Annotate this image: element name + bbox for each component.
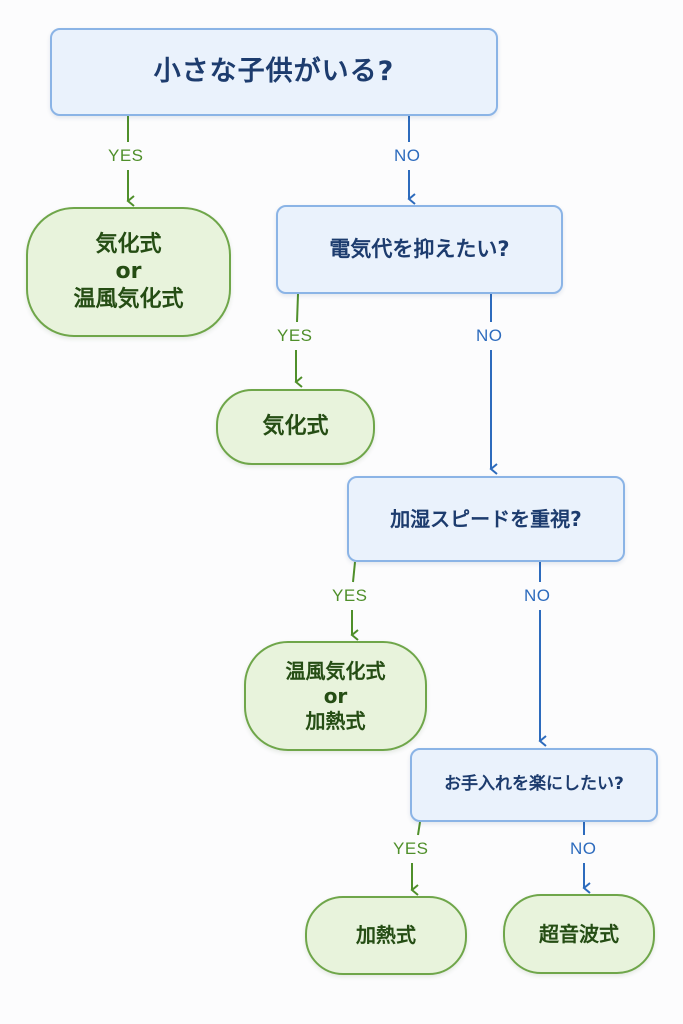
yes-label-q3: YES — [332, 586, 368, 605]
answer-line-1: 温風気化式 — [285, 658, 386, 683]
yes-connector-q2 — [296, 293, 299, 323]
answer-text: 加熱式 — [356, 923, 416, 947]
question-small-children: 小さな子供がいる? — [50, 28, 498, 116]
question-humidify-speed-text: 加湿スピードを重視? — [390, 506, 582, 531]
no-label-q1: NO — [394, 146, 421, 165]
question-humidify-speed: 加湿スピードを重視? — [347, 476, 625, 562]
answer-heating: 加熱式 — [305, 896, 467, 975]
answer-text: 気化式 — [262, 414, 329, 440]
yes-label-q1: YES — [108, 146, 144, 165]
answer-line-1: 気化式 — [95, 231, 162, 257]
yes-connector-q3 — [352, 561, 356, 583]
answer-warm-evaporative-or-heating: 温風気化式 or 加熱式 — [244, 641, 427, 751]
no-label-q4: NO — [570, 839, 597, 858]
answer-evaporative: 気化式 — [216, 389, 375, 465]
answer-line-2: 加熱式 — [305, 708, 366, 733]
answer-or: or — [115, 259, 142, 285]
question-easy-maintenance-text: お手入れを楽にしたい? — [444, 774, 624, 795]
question-save-electricity-text: 電気代を抑えたい? — [329, 237, 510, 262]
no-label-q2: NO — [476, 326, 503, 345]
question-save-electricity: 電気代を抑えたい? — [276, 205, 563, 294]
answer-text: 超音波式 — [539, 921, 619, 946]
answer-ultrasonic: 超音波式 — [503, 894, 655, 974]
answer-or: or — [323, 683, 348, 708]
question-small-children-text: 小さな子供がいる? — [153, 56, 395, 88]
yes-label-q2: YES — [277, 326, 313, 345]
no-label-q3: NO — [524, 586, 551, 605]
answer-line-2: 温風気化式 — [73, 286, 184, 312]
question-easy-maintenance: お手入れを楽にしたい? — [410, 748, 658, 822]
yes-connector-q4 — [417, 821, 421, 836]
answer-evaporative-or-warm-evaporative: 気化式 or 温風気化式 — [26, 207, 231, 337]
yes-label-q4: YES — [393, 839, 429, 858]
